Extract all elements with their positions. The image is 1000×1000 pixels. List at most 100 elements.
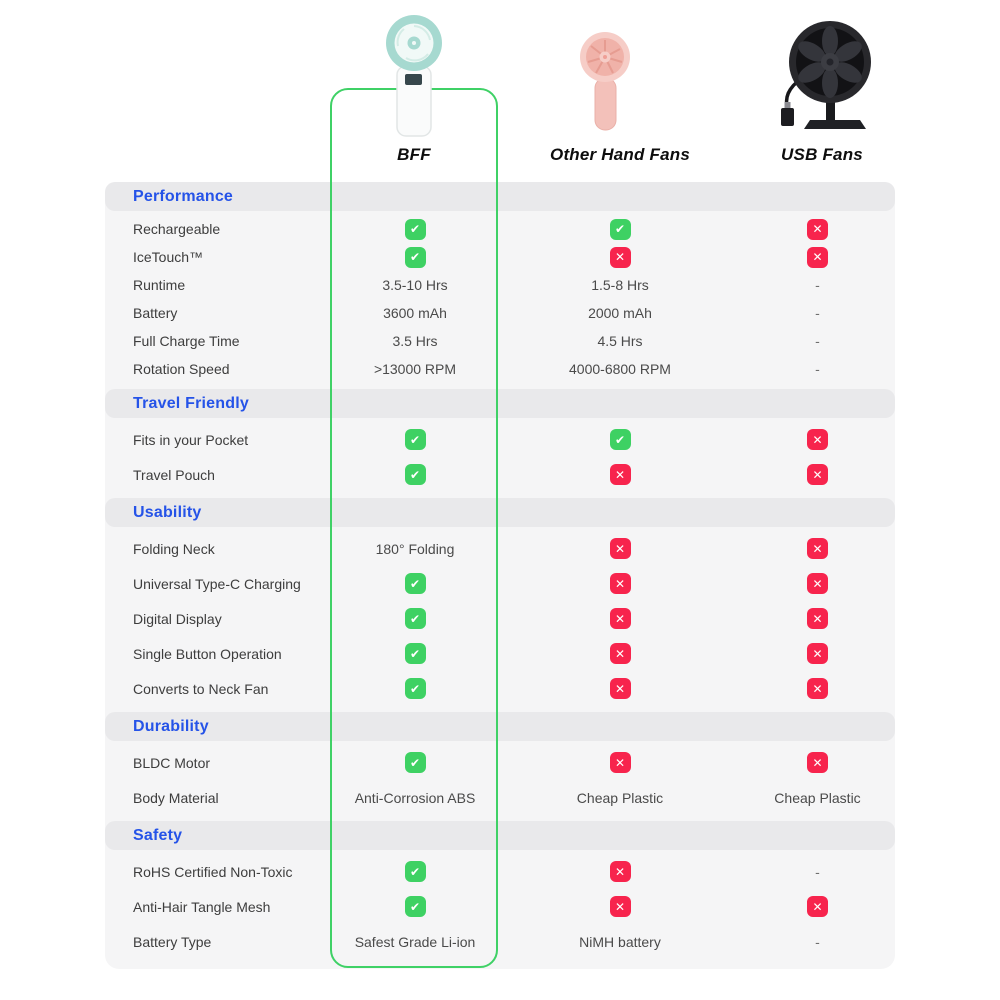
row-label: Rechargeable — [133, 221, 221, 237]
x-icon: ✕ — [609, 464, 631, 485]
cell: ✕ — [740, 573, 895, 594]
x-icon: ✕ — [609, 678, 631, 699]
column-header-usb-fans: USB Fans — [781, 145, 863, 164]
cell-value: 3600 mAh — [383, 305, 447, 321]
dash-value: - — [815, 333, 820, 349]
section-title: Travel Friendly — [133, 394, 249, 412]
cell-value: 1.5-8 Hrs — [591, 277, 649, 293]
cell: ✕ — [500, 643, 740, 664]
check-icon: ✔ — [404, 573, 426, 594]
row-label: Digital Display — [133, 610, 222, 627]
row-label: Converts to Neck Fan — [133, 680, 269, 697]
cell: - — [740, 333, 895, 349]
cell: ✕ — [500, 752, 740, 773]
cell: 3600 mAh — [330, 305, 500, 321]
row-label: Battery Type — [133, 933, 212, 950]
cell: ✔ — [330, 608, 500, 629]
other-hand-fan-product-image — [565, 30, 645, 139]
check-icon: ✔ — [609, 218, 631, 240]
check-icon: ✔ — [404, 608, 426, 629]
section-header-performance: Performance — [105, 182, 895, 211]
cell: ✔ — [330, 752, 500, 773]
cell: ✕ — [740, 538, 895, 559]
x-icon: ✕ — [807, 218, 828, 240]
cell: - — [740, 934, 895, 950]
cell-value: 180° Folding — [375, 540, 455, 557]
x-icon: ✕ — [807, 573, 828, 594]
table-row: Full Charge Time 3.5 Hrs 4.5 Hrs - — [105, 327, 895, 355]
x-icon: ✕ — [609, 752, 631, 773]
dash-value: - — [815, 933, 820, 950]
section-title: Usability — [133, 503, 202, 521]
row-label: Runtime — [133, 277, 186, 293]
cell: ✕ — [500, 861, 740, 882]
cell: 180° Folding — [330, 541, 500, 557]
cell-value: 2000 mAh — [588, 305, 652, 321]
section-header-safety: Safety — [105, 821, 895, 850]
cell: Safest Grade Li-ion — [330, 934, 500, 950]
cell: ✔ — [330, 464, 500, 485]
x-icon: ✕ — [609, 246, 631, 268]
usb-fan-product-image — [764, 16, 880, 145]
x-icon: ✕ — [609, 861, 631, 882]
cell-value: Cheap Plastic — [576, 789, 664, 806]
table-row: Anti-Hair Tangle Mesh✔✕✕ — [105, 889, 895, 924]
usb-desk-fan-icon — [781, 21, 871, 129]
cell-value: Anti-Corrosion ABS — [354, 789, 476, 806]
cell: ✕ — [500, 896, 740, 917]
check-icon: ✔ — [404, 246, 426, 268]
table-row: BLDC Motor✔✕✕ — [105, 745, 895, 780]
section-title: Performance — [133, 187, 234, 205]
cell-value: 4000-6800 RPM — [569, 361, 671, 377]
cell: ✕ — [740, 218, 895, 240]
bff-product-image — [368, 14, 460, 145]
cell: 1.5-8 Hrs — [500, 277, 740, 293]
table-row: Digital Display✔✕✕ — [105, 601, 895, 636]
bff-handheld-fan-icon — [386, 15, 442, 137]
section-header-travel-friendly: Travel Friendly — [105, 389, 895, 418]
cell: ✕ — [740, 246, 895, 268]
x-icon: ✕ — [807, 538, 828, 559]
x-icon: ✕ — [807, 429, 828, 450]
table-row: Converts to Neck Fan✔✕✕ — [105, 671, 895, 706]
table-row: RoHS Certified Non-Toxic✔✕- — [105, 854, 895, 889]
table-row: Runtime 3.5-10 Hrs 1.5-8 Hrs - — [105, 271, 895, 299]
x-icon: ✕ — [807, 608, 828, 629]
check-icon: ✔ — [609, 429, 631, 450]
cell: ✔ — [500, 429, 740, 450]
row-label: RoHS Certified Non-Toxic — [133, 863, 293, 880]
cell: ✔ — [330, 429, 500, 450]
row-label: Single Button Operation — [133, 645, 282, 662]
pink-handheld-fan-icon — [580, 32, 630, 131]
check-icon: ✔ — [404, 643, 426, 664]
cell: ✕ — [740, 678, 895, 699]
cell: NiMH battery — [500, 934, 740, 950]
row-label: Rotation Speed — [133, 361, 230, 377]
dash-value: - — [815, 277, 820, 293]
cell: Cheap Plastic — [740, 790, 895, 806]
cell: 3.5 Hrs — [330, 333, 500, 349]
cell-value: 3.5 Hrs — [392, 333, 438, 349]
cell: 4.5 Hrs — [500, 333, 740, 349]
cell: >13000 RPM — [330, 361, 500, 377]
cell-value: 4.5 Hrs — [597, 333, 643, 349]
table-row: Universal Type-C Charging ✔ ✕ ✕ — [105, 566, 895, 601]
cell: ✕ — [500, 246, 740, 268]
check-icon: ✔ — [404, 861, 426, 882]
x-icon: ✕ — [609, 573, 631, 594]
cell-value: Safest Grade Li-ion — [354, 933, 476, 950]
cell: ✔ — [330, 246, 500, 268]
cell-value: 3.5-10 Hrs — [382, 277, 448, 293]
row-label: Universal Type-C Charging — [133, 575, 301, 592]
cell: ✔ — [330, 861, 500, 882]
row-label: Full Charge Time — [133, 333, 240, 349]
table-row: Fits in your Pocket✔✔✕ — [105, 422, 895, 457]
x-icon: ✕ — [807, 643, 828, 664]
cell: Cheap Plastic — [500, 790, 740, 806]
cell: Anti-Corrosion ABS — [330, 790, 500, 806]
cell: - — [740, 305, 895, 321]
